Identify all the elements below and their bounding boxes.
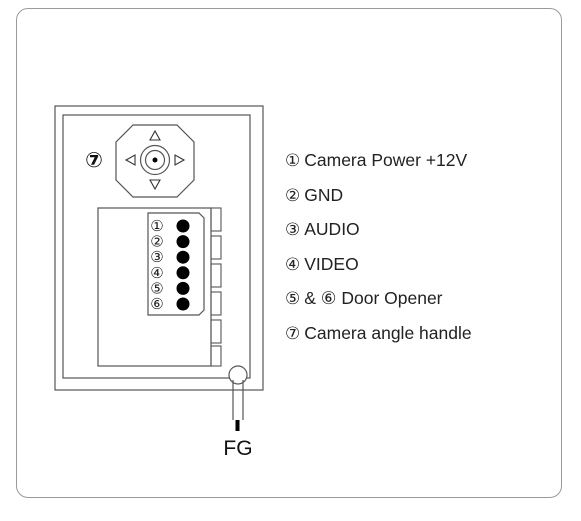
- panel-outer: [54, 105, 264, 391]
- legend-text: GND: [304, 184, 344, 205]
- slot: [210, 235, 222, 260]
- arrow-right-icon: [174, 154, 186, 166]
- legend-text: Camera angle handle: [304, 322, 472, 343]
- handle-center-dot: [152, 157, 158, 163]
- legend-number: ③: [285, 220, 301, 240]
- arrow-left-icon: [124, 154, 136, 166]
- figure-frame: [16, 8, 562, 498]
- camera-angle-handle[interactable]: [115, 124, 195, 198]
- slot: [210, 319, 222, 344]
- legend-number: ⑤: [285, 289, 301, 309]
- legend-text: AUDIO: [304, 219, 360, 239]
- slot: [210, 207, 222, 232]
- pin-dot: [176, 266, 190, 280]
- pin-dot: [176, 250, 190, 264]
- handle-number-label: ⑦: [85, 148, 103, 172]
- legend-number: ①: [285, 151, 301, 171]
- slot: [210, 291, 222, 316]
- connector-outline: [147, 212, 205, 316]
- slot: [210, 263, 222, 288]
- legend-number: ④: [285, 254, 301, 275]
- legend-number: ⑦: [285, 323, 301, 344]
- legend-text: VIDEO: [304, 253, 359, 274]
- ground-terminal: [235, 420, 240, 431]
- side-slots: [210, 207, 222, 367]
- arrow-down-icon: [149, 179, 161, 191]
- legend-text: Camera Power +12V: [304, 150, 468, 170]
- pin-number-label: ①: [150, 217, 163, 235]
- pin-number-label: ③: [150, 248, 163, 266]
- slot: [210, 345, 222, 367]
- handle-outer-ring: [139, 144, 171, 176]
- pin-number-label: ④: [150, 264, 163, 282]
- pin-dot: [176, 235, 190, 249]
- ground-lug: [228, 365, 248, 385]
- arrow-up-icon: [149, 129, 161, 141]
- pin-dot: [176, 281, 190, 295]
- ground-label: FG: [223, 437, 252, 460]
- pin-dot: [176, 219, 190, 233]
- pin-dot: [176, 297, 190, 311]
- pin-number-label: ②: [150, 233, 163, 251]
- legend-item: ⑤& ⑥ Door Opener: [285, 281, 472, 316]
- pin-number-label: ⑥: [150, 295, 163, 313]
- legend-number: ②: [285, 185, 301, 206]
- panel-inner: [62, 114, 251, 379]
- handle-inner-ring: [144, 149, 166, 171]
- legend-text: & ⑥ Door Opener: [304, 288, 443, 308]
- pin-number-label: ⑤: [150, 279, 163, 297]
